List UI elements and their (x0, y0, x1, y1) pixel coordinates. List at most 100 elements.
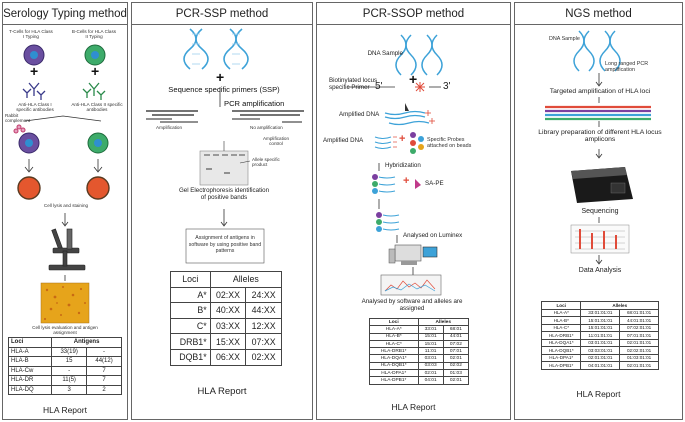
table-cell: 44(12) (86, 356, 122, 367)
software-screen-icon (380, 274, 442, 296)
primer-strands (146, 110, 304, 116)
data-analysis-chart (570, 224, 630, 254)
table-cell: - (86, 346, 122, 357)
amp-control-label: Amplification control (262, 136, 290, 147)
sa-pe-icon (415, 179, 421, 189)
assignment-label: Assignment of antigens in software by us… (188, 235, 262, 255)
table-cell: 7 (86, 375, 122, 386)
table-cell: 03:01:01:01 (580, 338, 621, 347)
gel-label: Gel Electrophoresis identification of po… (178, 187, 270, 202)
amplification-label: Amplification (156, 125, 183, 130)
plus-sign-2: + (91, 63, 100, 79)
microscope-icon (48, 228, 86, 271)
table-cell: HLA-DPB1* (369, 376, 419, 385)
table-cell: 15:01 (417, 332, 444, 341)
table-cell: - (51, 365, 88, 376)
amplified-dna-1-label: Amplified DNA (339, 111, 380, 118)
table-cell: 02:01 (442, 376, 470, 385)
pcr-ssp-report-label: HLA Report (197, 386, 247, 397)
specific-probes-label: Specific Probes attached on beads (427, 137, 472, 150)
rabbit-complement-icon (13, 124, 26, 134)
table-cell: 02:XX (209, 286, 247, 304)
table-header-cell: Alleles (580, 301, 659, 310)
table-cell: 11:01:01:01 (580, 331, 621, 340)
targeted-label: Targeted amplification of HLA loci (549, 88, 651, 95)
table-cell: 11(5) (51, 375, 88, 386)
sequencer-icon (571, 167, 633, 203)
table-cell: 07:01:01:01 (619, 331, 659, 340)
table-cell: 44:01:01:01 (619, 316, 659, 325)
table-cell: 24:XX (245, 286, 282, 304)
table-cell: 15:01 (417, 339, 444, 349)
table-cell: HLA-B (7, 356, 53, 367)
hybridized-beads-icon (372, 174, 378, 194)
tcells-label: T-Cells for HLA Class I Typing (9, 29, 53, 40)
table-row: HLA-Cw-7 (7, 365, 122, 376)
table-cell: DRB1* (170, 333, 211, 350)
table-cell: 04:01 (417, 376, 444, 385)
table-cell: 44:XX (245, 302, 282, 319)
pcr-ssop-report-label: HLA Report (391, 402, 436, 412)
table-cell: 06:XX (209, 348, 247, 366)
table-cell: HLA-DPB1* (540, 361, 582, 370)
lysed-cell-2-icon (86, 176, 110, 200)
plus-sign-ssp: + (216, 69, 225, 85)
table-cell: 03:XX (209, 317, 247, 335)
hybridization-icon (374, 136, 392, 150)
allele-product-label: Allele specific product (252, 157, 280, 168)
table-header-cell: Loci (170, 271, 211, 288)
plus-sign-ssop: + (409, 71, 418, 87)
plus-sign-hyb: + (399, 133, 406, 145)
amplified-dna-icon (384, 110, 430, 126)
three-prime-label: 3' (443, 81, 451, 92)
dna-sample-icon (395, 34, 443, 76)
table-cell: HLA-DR (7, 375, 53, 386)
table-cell: HLA-DQA1* (369, 354, 419, 363)
table-cell: HLA-A (7, 346, 53, 357)
table-cell: 04:01:01:01 (580, 361, 621, 370)
ssp-label: Sequence specific primers (SSP) (168, 85, 280, 94)
table-cell: 33(19) (51, 346, 88, 357)
table-cell: 68:01 (442, 325, 470, 334)
serology-panel: Serology Typing method T-Cells for HLA C… (2, 2, 128, 420)
table-cell: 15:XX (209, 333, 247, 350)
table-cell: 02:02:01:01 (619, 346, 659, 355)
ngs-report-label: HLA Report (576, 389, 621, 399)
table-cell: HLA-B* (540, 316, 582, 325)
serology-illustration (13, 44, 110, 324)
table-cell: 02:01:01:01 (619, 338, 659, 347)
rabbit-complement-label: Rabbit complement (5, 113, 31, 124)
table-cell: HLA-B* (369, 332, 419, 341)
table-cell: 01:03:01:01 (619, 353, 659, 362)
assignment-box (185, 228, 265, 264)
table-cell: C* (170, 317, 211, 335)
hybridization-label: Hybridization (385, 162, 421, 169)
table-cell: 02:01 (442, 354, 470, 363)
table-header-cell: Loci (369, 317, 419, 327)
table-cell: HLA-Cw (7, 365, 53, 376)
pcr-ssop-illustration (347, 34, 443, 296)
data-analysis-label: Data Analysis (578, 267, 622, 274)
table-cell: 03:03:01:01 (580, 346, 621, 355)
sa-pe-label: SA-PE (425, 180, 444, 187)
analysed-software-label: Analysed by software and alleles are ass… (361, 298, 463, 313)
